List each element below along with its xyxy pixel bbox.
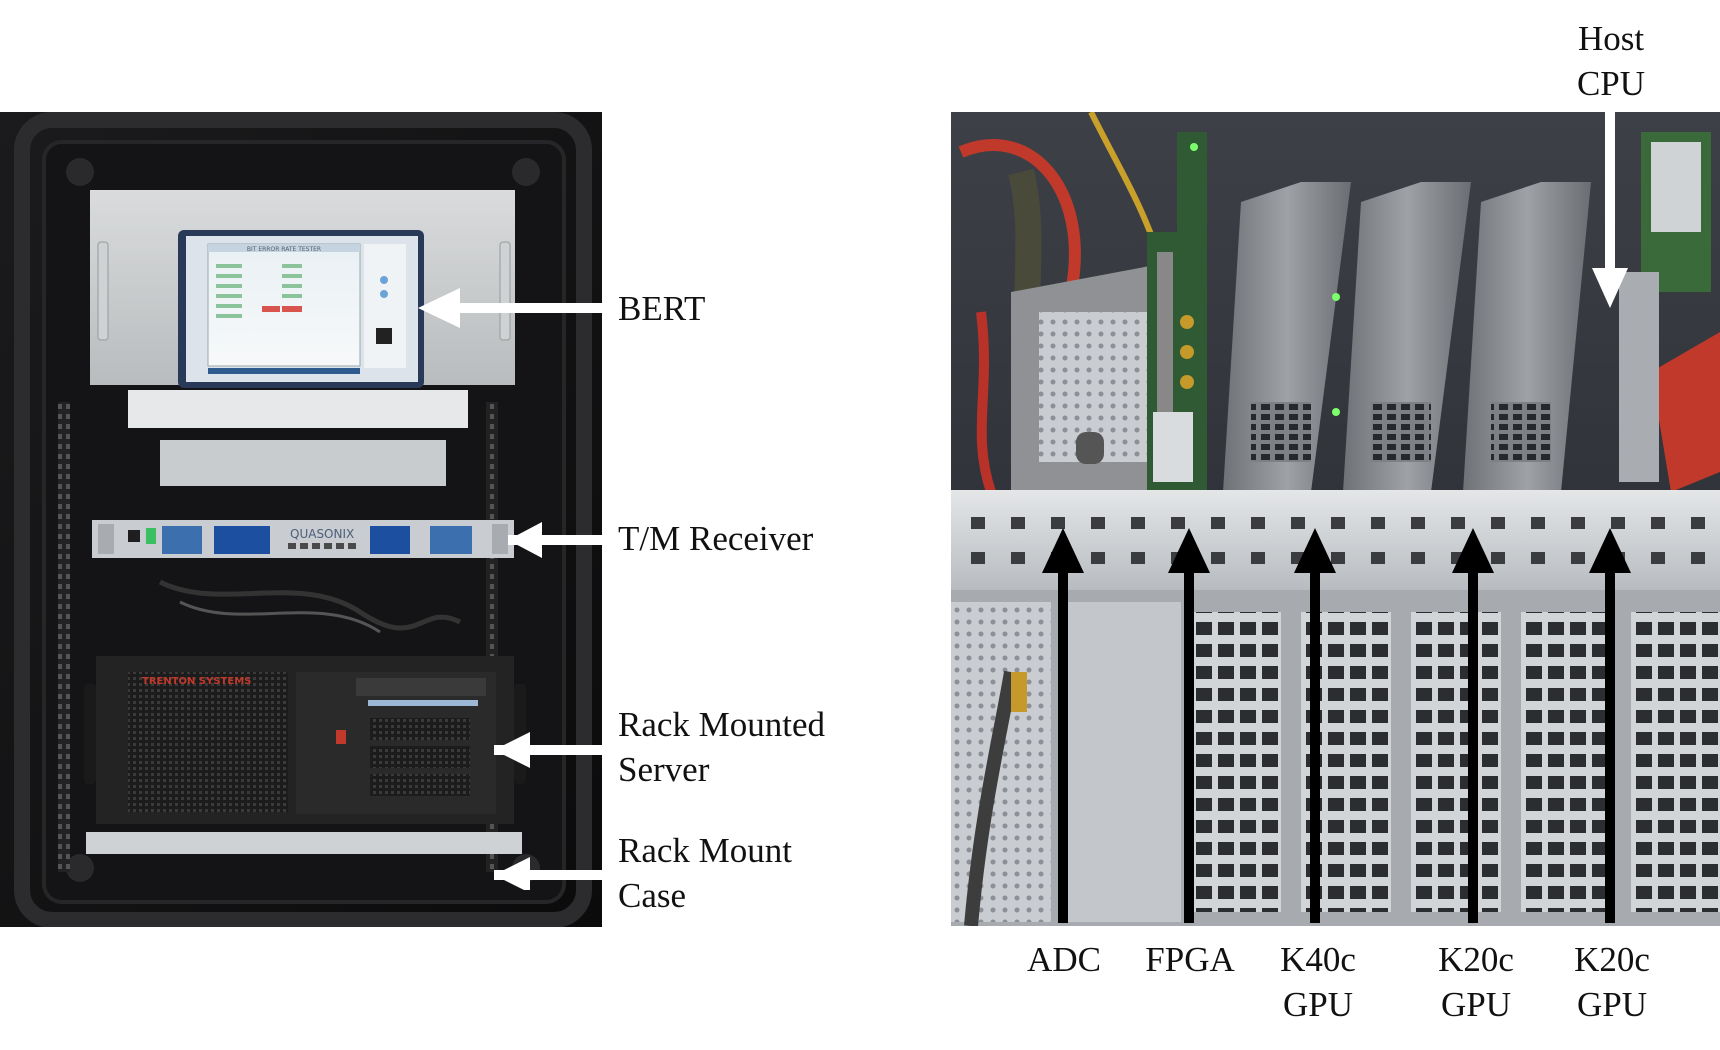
k20c-gpu-label-1: K20c GPU <box>1438 940 1514 1024</box>
bert-screen-title: BIT ERROR RATE TESTER <box>247 246 321 253</box>
bert-arrow <box>418 288 626 328</box>
host-cpu-arrow <box>1592 98 1628 308</box>
left-callout-arrows <box>418 288 626 890</box>
k20c-arrow-2 <box>1589 528 1631 923</box>
k40c-arrow <box>1294 528 1336 923</box>
k20c-arrow-1 <box>1452 528 1494 923</box>
server-arrow <box>494 732 626 768</box>
server-brand: TRENTON SYSTEMS <box>142 676 251 687</box>
host-cpu-label: Host CPU <box>1576 19 1646 103</box>
fpga-arrow <box>1168 528 1210 923</box>
adc-arrow <box>1042 528 1084 923</box>
rack-case-photo: BIT ERROR RATE TESTER QUASONIX <box>0 112 602 927</box>
bert-label: BERT <box>618 289 706 328</box>
server-internals-photo <box>951 112 1720 926</box>
k40c-gpu-label: K40c GPU <box>1280 940 1356 1024</box>
tm-receiver-label: T/M Receiver <box>618 519 814 558</box>
card-arrows <box>1042 528 1631 923</box>
receiver-brand: QUASONIX <box>290 527 354 541</box>
adc-label: ADC <box>1027 940 1101 979</box>
rack-mounted-server-label: Rack Mounted Server <box>618 705 826 789</box>
tm-receiver-arrow <box>508 522 626 558</box>
k20c-gpu-label-2: K20c GPU <box>1574 940 1650 1024</box>
rack-mount-case-label: Rack Mount Case <box>618 831 793 915</box>
fpga-label: FPGA <box>1145 940 1235 979</box>
case-arrow <box>494 857 626 890</box>
